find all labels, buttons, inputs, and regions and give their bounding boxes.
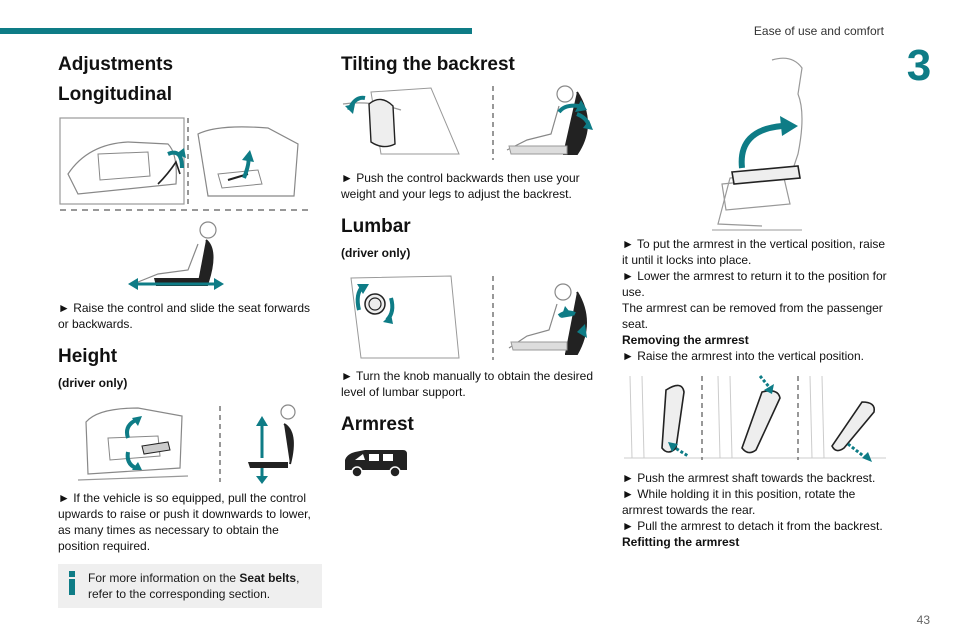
longitudinal-seat-illustration [59,117,312,211]
heading-tilting-backrest: Tilting the backrest [341,54,515,75]
backrest-instruction: ► Push the control backwards then use yo… [341,171,580,201]
heading-removing-armrest: Removing the armrest [622,333,749,347]
page-number: 43 [916,613,930,627]
armrest-raise-instruction: ► To put the armrest in the vertical pos… [622,237,886,267]
height-instruction: ► If the vehicle is so equipped, pull th… [58,491,311,553]
armrest-removable-text: The armrest can be removed from the pass… [622,301,883,331]
longitudinal-person-illustration [128,221,224,290]
armrest-detach-instruction: ► Pull the armrest to detach it from the… [622,519,883,533]
heading-adjustments: Adjustments [58,54,174,75]
info-note: For more information on the Seat belts, … [58,564,322,608]
header-accent-bar [0,28,472,34]
armrest-vertical-instruction: ► Raise the armrest into the vertical po… [622,349,864,363]
armrest-removal-illustration [624,375,886,462]
heading-armrest: Armrest [341,414,414,435]
heading-height: Height [58,346,118,367]
lumbar-illustration [350,275,587,360]
lumbar-subtitle: (driver only) [341,246,411,260]
chapter-number: 3 [906,41,932,90]
height-subtitle: (driver only) [58,376,128,390]
armrest-rotate-instruction: ► While holding it in this position, rot… [622,487,856,517]
info-icon [69,571,75,595]
note-text-after: , refer to the corresponding section. [88,571,300,601]
longitudinal-instruction: ► Raise the control and slide the seat f… [58,301,311,331]
column-middle: Tilting the backrest ► Push the control … [341,54,603,480]
lumbar-instruction: ► Turn the knob manually to obtain the d… [341,369,594,399]
column-right: ► To put the armrest in the vertical pos… [622,54,890,550]
armrest-lower-instruction: ► Lower the armrest to return it to the … [622,269,887,299]
heading-lumbar: Lumbar [341,216,411,237]
note-text-before: For more information on the [88,571,240,585]
note-text-bold: Seat belts [239,571,297,585]
armrest-push-instruction: ► Push the armrest shaft towards the bac… [622,471,876,485]
section-title: Ease of use and comfort [753,24,884,38]
van-icon [345,450,407,478]
heading-refitting-armrest: Refitting the armrest [622,535,740,549]
height-seat-illustration [77,404,296,484]
heading-longitudinal: Longitudinal [58,84,172,105]
column-left: Adjustments Longitudinal ► Raise the con… [58,54,322,608]
armrest-vertical-illustration [712,57,803,231]
backrest-illustration [342,85,593,160]
